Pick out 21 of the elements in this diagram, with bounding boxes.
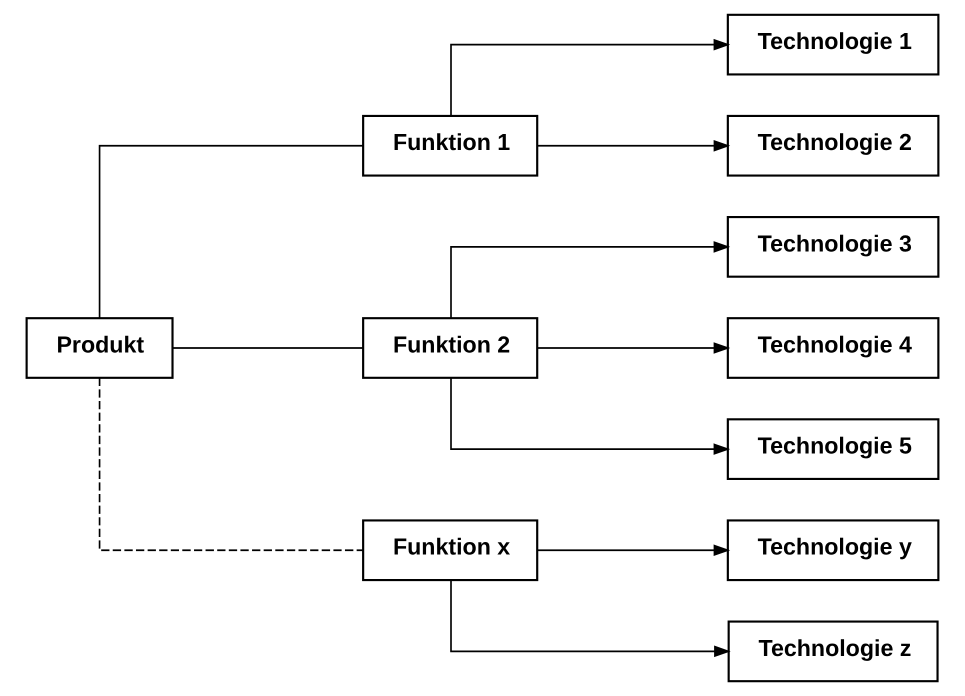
arrow bbox=[538, 544, 730, 556]
node-box: Funktion 2 bbox=[362, 317, 538, 379]
node-box: Technologie z bbox=[728, 620, 939, 682]
node-box: Funktion 1 bbox=[362, 114, 538, 177]
node-box: Funktion x bbox=[362, 519, 538, 582]
node-box: Technologie 4 bbox=[726, 317, 940, 379]
arrow bbox=[450, 241, 730, 318]
node-box: Technologie y bbox=[726, 519, 940, 582]
arrow bbox=[450, 580, 731, 658]
connector bbox=[172, 347, 363, 349]
node-box: Produkt bbox=[26, 317, 174, 379]
node-box: Technologie 3 bbox=[726, 216, 940, 278]
connector bbox=[98, 378, 364, 552]
node-box: Technologie 1 bbox=[726, 14, 940, 76]
arrow bbox=[538, 342, 730, 354]
arrow bbox=[450, 378, 730, 455]
connector bbox=[98, 144, 364, 318]
node-box: Technologie 2 bbox=[726, 114, 940, 177]
arrow bbox=[450, 38, 730, 116]
node-box: Technologie 5 bbox=[726, 418, 940, 480]
arrow bbox=[538, 140, 730, 152]
